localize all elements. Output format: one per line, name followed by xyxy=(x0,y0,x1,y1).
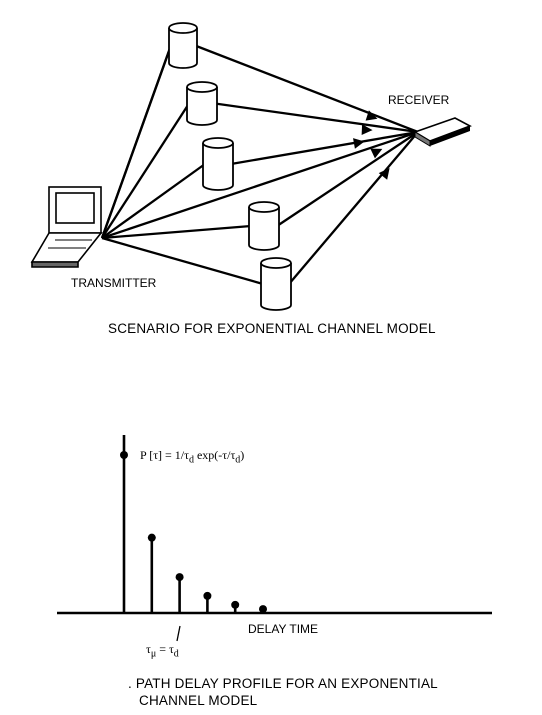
ray-arrowhead xyxy=(353,138,365,149)
receiver-label: RECEIVER xyxy=(388,93,450,107)
impulse-taps xyxy=(120,435,267,614)
scatterer-cylinders xyxy=(168,22,292,311)
ray-arrowhead xyxy=(361,124,373,136)
impulse-tap-dot-5 xyxy=(231,600,240,609)
tx-ray-extra xyxy=(100,47,172,239)
receiver-device-icon xyxy=(413,117,472,147)
impulse-tap-dot-6 xyxy=(259,605,267,614)
propagation-rays xyxy=(100,44,419,286)
ray-arrowhead xyxy=(370,148,383,159)
impulse-tap-dot-4 xyxy=(203,591,212,600)
scatterer-cylinder-4 xyxy=(248,201,280,251)
scenario-caption: SCENARIO FOR EXPONENTIAL CHANNEL MODEL xyxy=(108,321,436,336)
scatterer-cylinder-1 xyxy=(168,22,198,69)
transmitter-laptop-icon xyxy=(30,186,103,268)
rx-ray-4 xyxy=(276,131,419,227)
transmitter-label: TRANSMITTER xyxy=(71,276,157,290)
impulse-tap-dot-2 xyxy=(147,533,156,542)
x-axis-label: DELAY TIME xyxy=(248,622,319,636)
rx-ray-5 xyxy=(288,131,419,285)
tx-ray-5 xyxy=(101,236,264,286)
scatterer-cylinder-3 xyxy=(202,137,234,191)
profile-caption-line1: . PATH DELAY PROFILE FOR AN EXPONENTIAL xyxy=(128,676,438,691)
ray-arrowhead xyxy=(365,110,378,121)
scatterer-cylinder-5 xyxy=(260,257,292,311)
tx-ray-3 xyxy=(101,163,206,239)
pdp-formula: P [τ] = 1/τd exp(-τ/τd) xyxy=(140,448,245,466)
rx-ray-2 xyxy=(214,102,419,134)
rx-ray-1 xyxy=(194,44,419,134)
scatterer-cylinder-2 xyxy=(186,81,218,126)
tau-mu-annotation: τμ = τd xyxy=(146,642,179,660)
impulse-tap-dot-3 xyxy=(175,573,184,582)
rx-ray-3 xyxy=(230,130,419,166)
delay-profile-plot xyxy=(57,435,492,642)
profile-caption-line2: CHANNEL MODEL xyxy=(139,693,258,708)
tau-marker xyxy=(176,625,181,642)
direct-ray xyxy=(101,130,419,240)
tx-ray-4 xyxy=(101,224,252,240)
ray-arrowhead xyxy=(378,167,390,180)
tx-ray-2 xyxy=(101,102,190,239)
